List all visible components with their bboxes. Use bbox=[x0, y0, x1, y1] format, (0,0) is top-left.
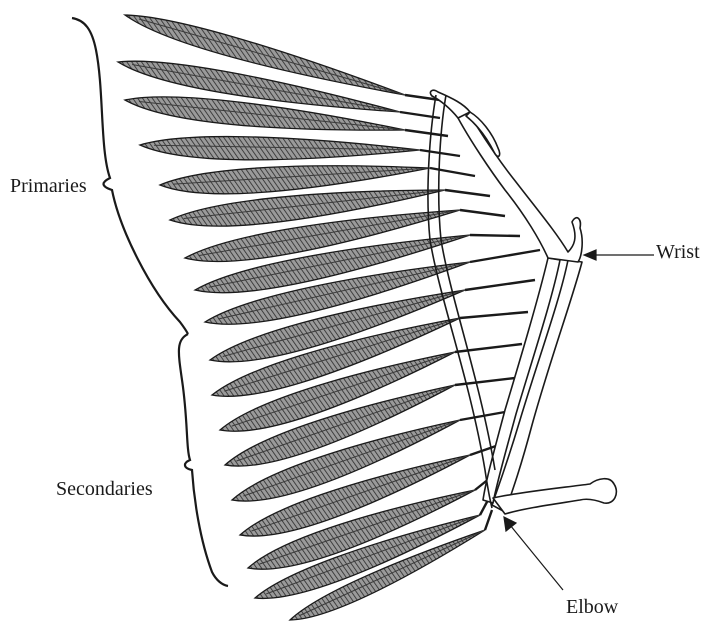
feather-calamus bbox=[465, 280, 535, 290]
wing-skeleton bbox=[428, 90, 616, 514]
feather-calamus bbox=[460, 312, 528, 318]
elbow-pointer-line bbox=[510, 525, 563, 590]
feather-calamus bbox=[460, 210, 505, 216]
secondaries-label: Secondaries bbox=[56, 479, 153, 499]
secondaries-bracket bbox=[179, 334, 228, 586]
feather bbox=[140, 137, 420, 160]
digit-bone bbox=[430, 90, 470, 118]
elbow-arrowhead bbox=[504, 517, 516, 531]
feather bbox=[160, 166, 430, 194]
feather-calamus bbox=[430, 168, 475, 176]
feather-calamus bbox=[455, 378, 515, 385]
wrist-label: Wrist bbox=[656, 242, 700, 262]
elbow-label: Elbow bbox=[566, 597, 618, 617]
carpometacarpus-bone bbox=[458, 112, 582, 262]
feather-calamus bbox=[480, 500, 488, 515]
feather-calamus bbox=[455, 344, 522, 352]
feather-calamus bbox=[485, 510, 492, 530]
feather-group bbox=[118, 15, 540, 620]
primaries-label: Primaries bbox=[10, 176, 87, 196]
wrist-arrowhead bbox=[584, 250, 596, 260]
feather-calamus bbox=[445, 190, 490, 196]
feather-calamus bbox=[470, 235, 520, 236]
feather-calamus bbox=[470, 250, 540, 262]
feather-calamus bbox=[460, 412, 505, 420]
